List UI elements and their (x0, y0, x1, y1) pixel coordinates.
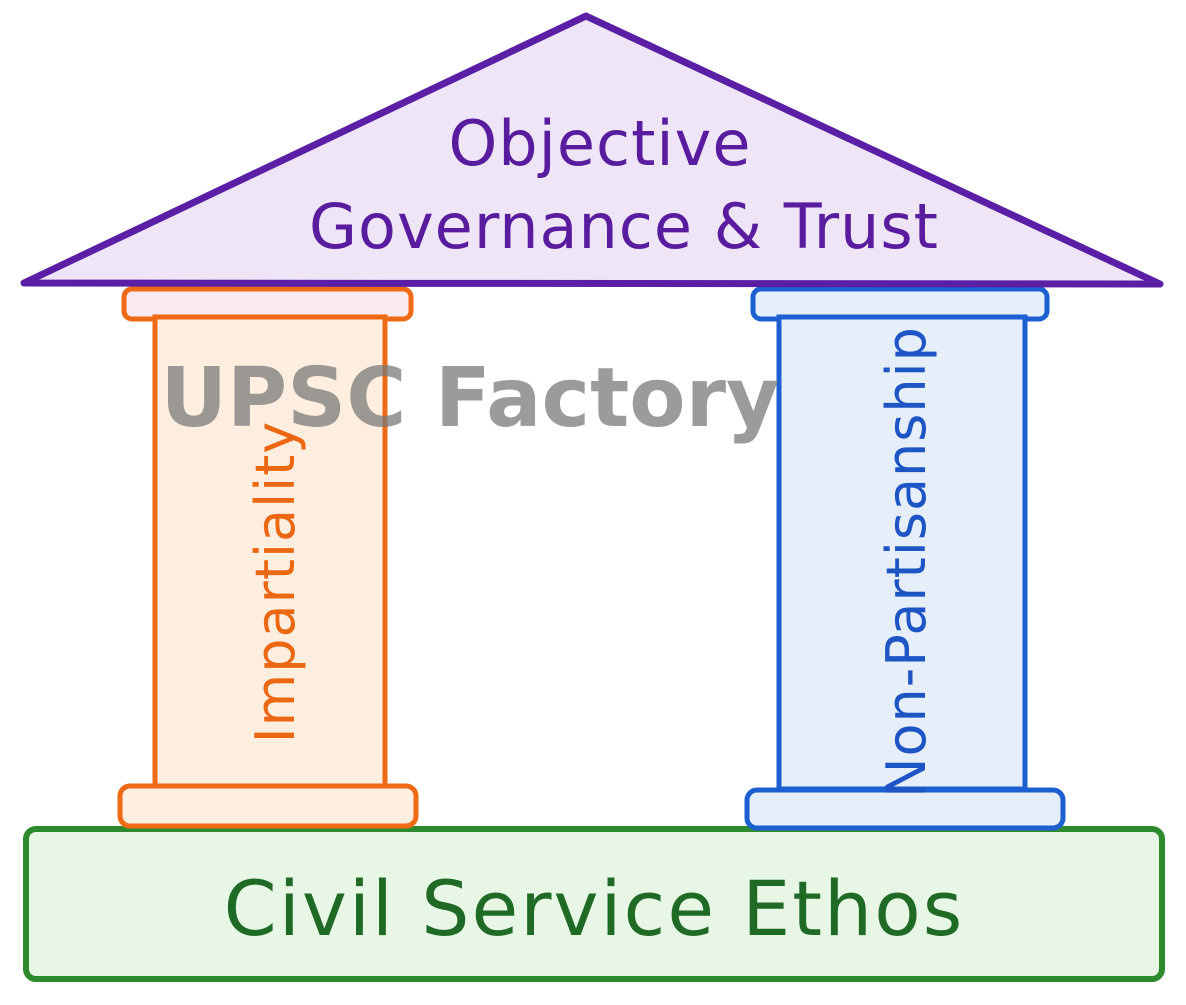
roof-title-line-1: Objective (449, 107, 752, 180)
right-pillar: Non-Partisanship (744, 286, 1066, 831)
roof-triangle (20, 12, 1164, 288)
right-pillar-label: Non-Partisanship (875, 326, 938, 798)
base-platform: Civil Service Ethos (23, 826, 1165, 982)
roof-title-line-2: Governance & Trust (309, 190, 939, 263)
right-pillar-shaft (776, 314, 1028, 792)
watermark-text: UPSC Factory (160, 351, 779, 446)
right-pillar-bottom-cap (744, 787, 1066, 831)
left-pillar-bottom-cap (117, 783, 419, 829)
left-pillar: Impartiality (117, 286, 419, 829)
roof-pediment: Objective Governance & Trust (20, 12, 1164, 288)
base-label: Civil Service Ethos (224, 864, 965, 953)
base-slab (23, 826, 1165, 982)
left-pillar-label: Impartiality (244, 421, 307, 744)
